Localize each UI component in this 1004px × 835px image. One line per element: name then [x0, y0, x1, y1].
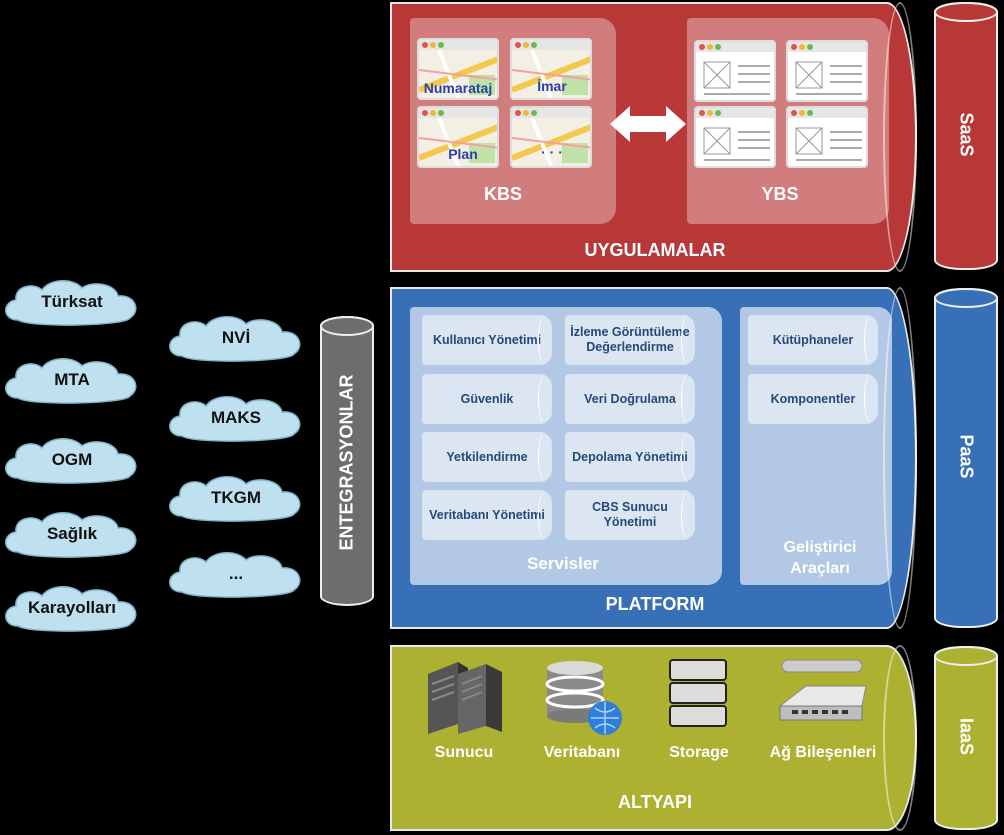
cloud-mta: MTA — [0, 354, 144, 406]
iaas-title: ALTYAPI — [617, 792, 692, 812]
cloud-label: MTA — [54, 370, 90, 389]
iaas-item-sunucu: Sunucu — [434, 744, 494, 761]
iaas-item-veritabani: Veritabanı — [543, 744, 621, 761]
paas-tag-cylinder — [934, 288, 998, 628]
doc-window — [694, 40, 776, 102]
doc-window — [694, 106, 776, 168]
cloud-label: Sağlık — [46, 524, 98, 543]
integration-label: ENTEGRASYONLAR — [336, 374, 357, 551]
document-icon — [703, 61, 770, 95]
map-window-plan — [417, 106, 499, 168]
map-label-imar: İmar — [537, 78, 567, 94]
cloud-label: MAKS — [210, 408, 262, 427]
iaas-item-storage: Storage — [669, 744, 729, 761]
service-veri-dogrulama: Veri Doğrulama — [565, 374, 695, 424]
iaas-item-ag-bilesenleri: Ağ Bileşenleri — [769, 744, 877, 761]
service-depolama: Depolama Yönetimi — [565, 432, 695, 482]
cloud-more: ... — [164, 548, 308, 600]
saas-title: UYGULAMALAR — [584, 240, 726, 260]
storage-icon — [669, 659, 727, 727]
map-window-numarataj — [417, 38, 499, 100]
service-kullanici-yonetimi: Kullanıcı Yönetimi — [422, 315, 552, 365]
ybs-label: YBS — [761, 184, 799, 204]
cloud-maks: MAKS — [164, 392, 308, 444]
database-icon — [545, 661, 622, 735]
cloud-label: ... — [228, 564, 244, 583]
document-icon — [795, 127, 862, 161]
service-veritabani: Veritabanı Yönetimi — [422, 490, 552, 540]
service-cbs-sunucu: CBS Sunucu Yönetimi — [565, 490, 695, 540]
iaas-tag: IaaS — [956, 717, 977, 756]
document-icon — [703, 127, 770, 161]
saas-tag: SaaS — [956, 112, 977, 157]
map-label-plan: Plan — [448, 146, 478, 162]
server-icon — [428, 662, 502, 734]
dev-komponentler: Komponentler — [748, 374, 878, 424]
cloud-turksat: Türksat — [0, 276, 144, 328]
dev-kutuphaneler: Kütüphaneler — [748, 315, 878, 365]
paas-tag: PaaS — [956, 434, 977, 479]
cloud-label: Türksat — [41, 292, 103, 311]
network-switch-icon — [778, 659, 867, 721]
dev-tools-title: Geliştirici Araçları — [783, 539, 857, 577]
document-icon — [795, 61, 862, 95]
service-guvenlik: Güvenlik — [422, 374, 552, 424]
integration-cylinder — [320, 316, 374, 606]
doc-window — [786, 40, 868, 102]
map-label-numarataj: Numarataj — [423, 80, 493, 96]
map-window-more — [510, 106, 592, 168]
cloud-nvi: NVİ — [164, 312, 308, 364]
services-title: Servisler — [527, 554, 599, 573]
cloud-saglik: Sağlık — [0, 508, 144, 560]
map-icon — [512, 117, 590, 166]
map-label-more: · · · — [541, 144, 563, 160]
paas-title: PLATFORM — [605, 594, 705, 614]
kbs-label: KBS — [483, 184, 522, 204]
saas-tag-cylinder — [934, 2, 998, 270]
cloud-karayollari: Karayolları — [0, 582, 144, 634]
service-yetkilendirme: Yetkilendirme — [422, 432, 552, 482]
cloud-label: Karayolları — [28, 598, 116, 617]
cloud-label: NVİ — [221, 328, 251, 347]
map-icon — [419, 49, 497, 98]
double-arrow-icon — [610, 106, 686, 142]
cloud-tkgm: TKGM — [164, 472, 308, 524]
iaas-tag-cylinder — [934, 646, 998, 830]
map-icon — [419, 117, 497, 166]
cloud-ogm: OGM — [0, 434, 144, 486]
map-window-imar — [510, 38, 592, 100]
service-izleme: İzleme Görüntüleme Değerlendirme — [565, 315, 695, 365]
cloud-label: TKGM — [210, 488, 262, 507]
doc-window — [786, 106, 868, 168]
map-icon — [512, 49, 590, 98]
cloud-label: OGM — [51, 450, 93, 469]
